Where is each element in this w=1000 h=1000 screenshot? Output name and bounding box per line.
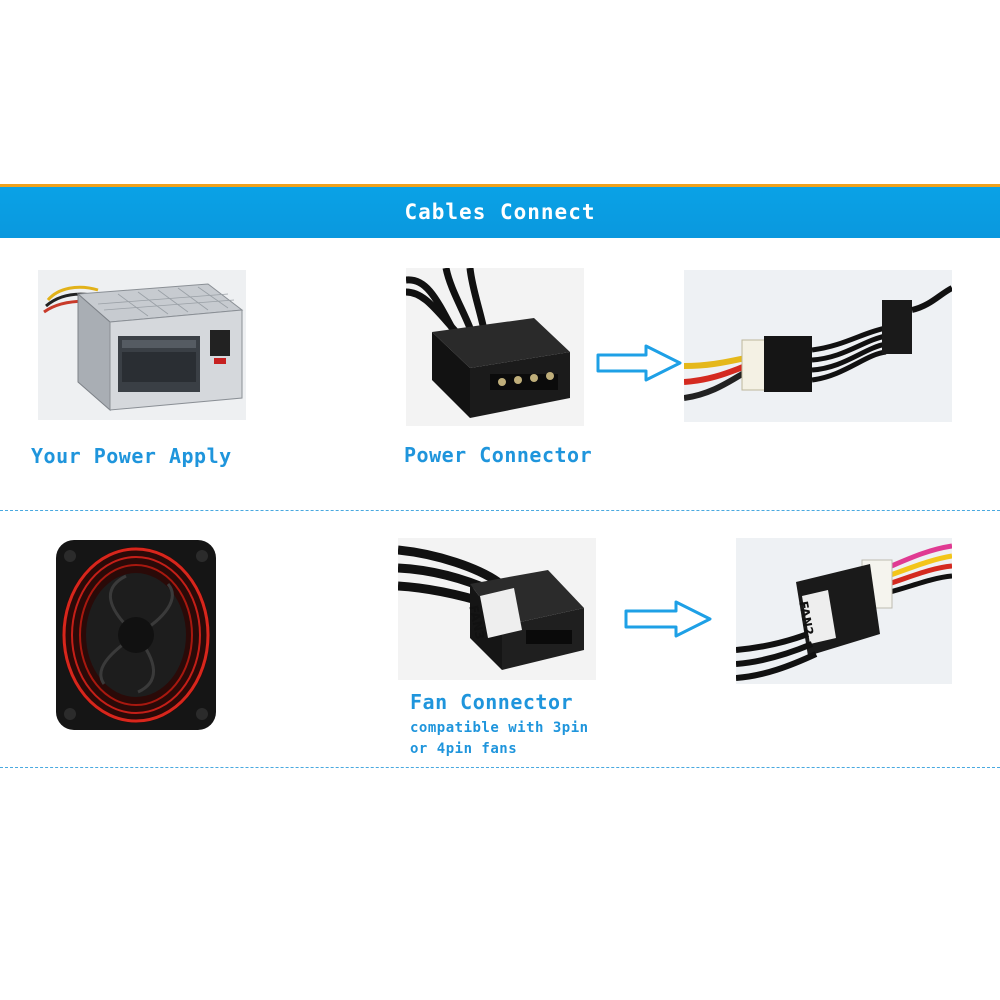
banner-title: Cables Connect bbox=[404, 200, 596, 224]
fan-compat-line2: or 4pin fans bbox=[410, 741, 518, 757]
arrow-right-icon bbox=[596, 344, 682, 382]
power-connector-photo bbox=[406, 268, 584, 426]
arrow-right-icon bbox=[624, 600, 712, 638]
fan-connection-photo: FAN2 bbox=[736, 538, 952, 684]
fan-connector-photo: FAN3 bbox=[398, 538, 596, 680]
caption-your-power-apply: Your Power Apply bbox=[31, 444, 232, 468]
caption-power-connector: Power Connector bbox=[404, 443, 593, 467]
divider bbox=[0, 510, 1000, 511]
power-supply-photo bbox=[38, 270, 246, 420]
caption-fan-connector: Fan Connector bbox=[410, 690, 574, 714]
fan-compat-line1: compatible with 3pin bbox=[410, 720, 589, 736]
divider bbox=[0, 767, 1000, 768]
fan-photo bbox=[46, 528, 224, 740]
power-connection-photo bbox=[684, 270, 952, 422]
section-banner: Cables Connect bbox=[0, 184, 1000, 238]
